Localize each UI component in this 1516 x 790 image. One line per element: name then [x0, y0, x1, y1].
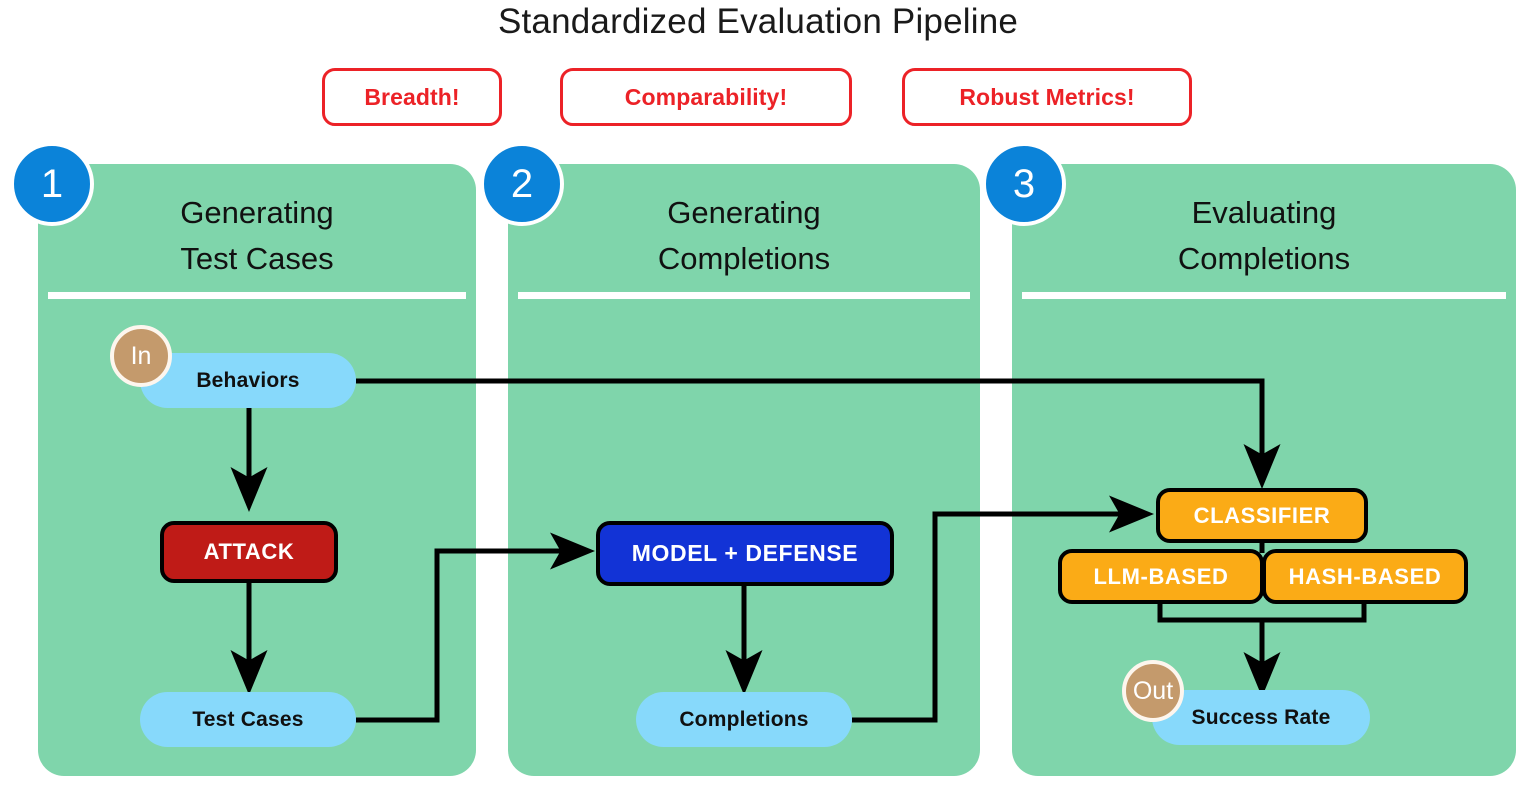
page-title: Standardized Evaluation Pipeline	[497, 2, 1019, 41]
panel-step-3-title-line2: Completions	[1177, 241, 1351, 276]
panel-step-2: Generating Completions	[508, 164, 980, 776]
node-behaviors[interactable]: Behaviors	[140, 353, 356, 408]
node-success-rate[interactable]: Success Rate	[1152, 690, 1370, 745]
output-marker-out: Out	[1122, 660, 1184, 722]
panel-step-2-divider	[518, 292, 970, 299]
node-model-defense[interactable]: MODEL + DEFENSE	[596, 521, 894, 586]
panel-step-1-title-line2: Test Cases	[180, 241, 334, 276]
node-attack[interactable]: ATTACK	[160, 521, 338, 583]
step-badge-2: 2	[480, 142, 564, 226]
callout-robust-metrics[interactable]: Robust Metrics!	[902, 68, 1192, 126]
panel-step-2-title-line1: Generating	[667, 195, 821, 230]
panel-step-3-divider	[1022, 292, 1506, 299]
panel-step-3: Evaluating Completions	[1012, 164, 1516, 776]
node-classifier-llm-based[interactable]: LLM-BASED	[1058, 549, 1264, 604]
step-badge-3: 3	[982, 142, 1066, 226]
node-classifier[interactable]: CLASSIFIER	[1156, 488, 1368, 543]
input-marker-in: In	[110, 325, 172, 387]
panel-step-1-title-line1: Generating	[180, 195, 334, 230]
node-test-cases[interactable]: Test Cases	[140, 692, 356, 747]
step-badge-1: 1	[10, 142, 94, 226]
callout-comparability[interactable]: Comparability!	[560, 68, 852, 126]
node-classifier-hash-based[interactable]: HASH-BASED	[1262, 549, 1468, 604]
panel-step-3-title-line1: Evaluating	[1191, 195, 1337, 230]
node-completions[interactable]: Completions	[636, 692, 852, 747]
callout-breadth[interactable]: Breadth!	[322, 68, 502, 126]
panel-step-1: Generating Test Cases	[38, 164, 476, 776]
panel-step-1-divider	[48, 292, 466, 299]
panel-step-2-title-line2: Completions	[657, 241, 831, 276]
